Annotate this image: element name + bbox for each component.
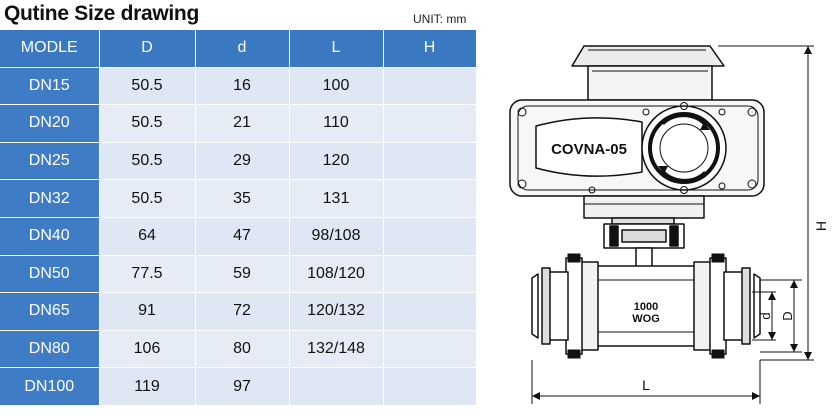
table-header-row: MODLE D d L H: [0, 30, 477, 68]
header-L: L: [289, 30, 384, 68]
dimension-lines: [531, 45, 814, 404]
cell-H: [383, 67, 477, 106]
table-row: DN80 106 80 132/148: [0, 330, 477, 369]
cell-d: 72: [195, 292, 290, 331]
dimension-d-label: d: [758, 312, 773, 319]
table-row: DN50 77.5 59 108/120: [0, 255, 477, 294]
cell-d: 35: [195, 179, 290, 218]
cell-d: 59: [195, 255, 290, 294]
cell-H: [383, 104, 477, 143]
cell-H: [383, 255, 477, 294]
cell-D: 50.5: [99, 104, 196, 143]
table-row: DN25 50.5 29 120: [0, 142, 477, 181]
table-row: DN100 119 97: [0, 367, 477, 406]
cell-model: DN50: [0, 255, 100, 294]
cell-L: 131: [289, 179, 384, 218]
pressure-rating-bottom: WOG: [632, 313, 660, 325]
cell-model: DN25: [0, 142, 100, 181]
table-row: DN15 50.5 16 100: [0, 67, 477, 106]
cell-D: 50.5: [99, 67, 196, 106]
cell-L: 132/148: [289, 330, 384, 369]
header-d: d: [195, 30, 290, 68]
unit-label: UNIT: mm: [413, 12, 467, 26]
actuator-cap: [571, 45, 725, 101]
cell-L: 120/132: [289, 292, 384, 331]
dimension-H-label: H: [813, 221, 829, 231]
header-D: D: [99, 30, 196, 68]
actuator-body: [509, 99, 765, 197]
cell-D: 64: [99, 217, 196, 256]
cell-D: 119: [99, 367, 196, 406]
cell-D: 77.5: [99, 255, 196, 294]
actuator-brand-label: COVNA-05: [551, 141, 627, 158]
cell-H: [383, 330, 477, 369]
cell-D: 91: [99, 292, 196, 331]
bolt-icon: [567, 253, 725, 359]
table-row: DN40 64 47 98/108: [0, 217, 477, 256]
dimension-D-label: D: [780, 311, 795, 320]
cell-d: 21: [195, 104, 290, 143]
cell-model: DN80: [0, 330, 100, 369]
cell-L: 98/108: [289, 217, 384, 256]
cell-d: 29: [195, 142, 290, 181]
size-table: MODLE D d L H DN15 50.5 16 100 DN20 50.5…: [0, 30, 477, 406]
cell-H: [383, 179, 477, 218]
actuator-base: [583, 195, 705, 225]
pressure-rating-top: 1000: [634, 301, 658, 313]
page-title: Qutine Size drawing: [4, 2, 199, 25]
cell-L: 120: [289, 142, 384, 181]
cell-D: 50.5: [99, 142, 196, 181]
cell-H: [383, 142, 477, 181]
cell-L: 108/120: [289, 255, 384, 294]
valve-body: [531, 253, 761, 359]
screw-icon: [517, 102, 757, 194]
valve-dimension-drawing: COVNA-05 1000 WOG H D d L: [509, 45, 829, 404]
cell-d: 47: [195, 217, 290, 256]
cell-L: 110: [289, 104, 384, 143]
cell-D: 106: [99, 330, 196, 369]
cell-d: 80: [195, 330, 290, 369]
header-H: H: [383, 30, 477, 68]
table-row: DN65 91 72 120/132: [0, 292, 477, 331]
cell-H: [383, 367, 477, 406]
cell-model: DN40: [0, 217, 100, 256]
table-row: DN20 50.5 21 110: [0, 104, 477, 143]
cell-model: DN100: [0, 367, 100, 406]
cell-d: 16: [195, 67, 290, 106]
cell-D: 50.5: [99, 179, 196, 218]
cell-model: DN15: [0, 67, 100, 106]
cell-model: DN20: [0, 104, 100, 143]
cell-H: [383, 292, 477, 331]
cell-H: [383, 217, 477, 256]
table-row: DN32 50.5 35 131: [0, 179, 477, 218]
mounting-bracket: [603, 223, 685, 271]
cell-L: 100: [289, 67, 384, 106]
dimension-L-label: L: [642, 377, 650, 393]
cell-L: [289, 367, 384, 406]
cell-model: DN32: [0, 179, 100, 218]
header-model: MODLE: [0, 30, 100, 68]
cell-model: DN65: [0, 292, 100, 331]
cell-d: 97: [195, 367, 290, 406]
